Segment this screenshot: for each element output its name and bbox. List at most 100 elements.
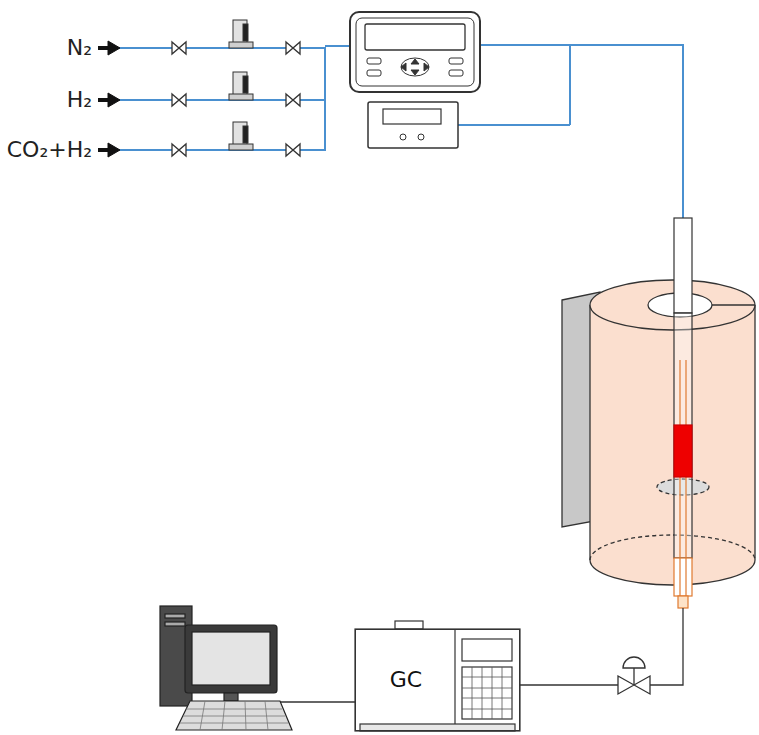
readout-unit-part (383, 109, 441, 124)
gas-inlet-label: N₂ (67, 35, 92, 61)
flow-controller-unit-part (411, 70, 419, 75)
valve-symbol-part (172, 94, 186, 106)
mass-flow-controller (229, 20, 253, 150)
computer-part-part (183, 716, 285, 717)
reactor-tube-part (679, 360, 680, 596)
furnace-part (589, 305, 590, 560)
outlet-line-part (277, 701, 355, 702)
readout-unit-part (400, 134, 406, 140)
furnace-part (590, 305, 755, 560)
mass-flow-controller-part (229, 94, 253, 100)
gc-instrument-part-part (502, 667, 503, 719)
gc-instrument-part (462, 667, 512, 719)
computer-part (224, 693, 238, 701)
flow-controller-unit-part (401, 58, 429, 76)
valve-symbol-part (172, 144, 186, 156)
inlet-arrow-part (108, 143, 120, 157)
flow-controller-unit-part (367, 58, 381, 64)
computer-part (185, 625, 277, 693)
computer-part-part (265, 701, 268, 730)
gc-instrument-part-part (482, 667, 483, 719)
furnace-part (754, 305, 755, 560)
gas-lines-part (324, 48, 326, 150)
readout-unit-part (368, 102, 458, 148)
outlet-line-part (520, 684, 618, 685)
gas-inlet-label: CO₂+H₂ (7, 137, 92, 163)
mass-flow-controller-part (229, 42, 253, 48)
gc-instrument-part-part (492, 667, 493, 719)
computer-part-part (245, 701, 246, 730)
valve-symbol-part (286, 94, 300, 106)
flow-controller-unit-part (449, 58, 463, 64)
mass-flow-controller-part (233, 72, 247, 96)
reactor-tube-part (674, 425, 692, 477)
back-pressure-regulator-part (623, 657, 645, 668)
gc-instrument (355, 621, 520, 731)
flow-controller-unit-part (356, 18, 474, 86)
gc-instrument-part-part (462, 698, 512, 699)
reactor-tube-part (685, 360, 686, 596)
gas-lines-part (458, 124, 570, 126)
reactor-tube-part (674, 313, 692, 558)
flow-controller-unit-part (449, 70, 463, 76)
furnace-part (712, 304, 755, 305)
gc-instrument-part (395, 621, 423, 629)
gas-lines-part (569, 45, 571, 125)
gc-instrument-part-part (462, 688, 512, 689)
readout-unit-part (418, 134, 424, 140)
reactor-tube-part (674, 218, 692, 313)
gas-lines-part (480, 44, 683, 46)
valve-symbol-part (286, 42, 300, 54)
computer-part-part (186, 709, 282, 710)
flow-controller-unit-part (367, 70, 381, 76)
mass-flow-controller-part (229, 144, 253, 150)
reactor-tube-part (678, 596, 688, 608)
flow-controller-unit-part (401, 63, 406, 71)
furnace-part (590, 560, 755, 585)
inlet-arrow (98, 41, 120, 157)
computer-part (165, 622, 185, 626)
mass-flow-controller-part (243, 76, 248, 93)
computer-part (192, 632, 270, 685)
gc-instrument-part (462, 667, 512, 719)
computer-part (165, 614, 185, 618)
reactor-tube-part (674, 558, 692, 596)
gas-lines-part (325, 45, 350, 47)
inlet-arrow-part (108, 41, 120, 55)
reactor-tube (674, 218, 692, 608)
computer (160, 606, 292, 730)
valve-symbol-part (172, 42, 186, 54)
mass-flow-controller-part (233, 20, 247, 44)
gc-instrument-part (454, 629, 455, 724)
gc-instrument-part (462, 639, 512, 661)
flow-controller-unit-part (411, 59, 419, 64)
furnace-part (590, 535, 755, 560)
mass-flow-controller-part (233, 122, 247, 146)
computer-part (176, 701, 292, 730)
mass-flow-controller-part (243, 126, 248, 143)
gc-instrument-part-part (462, 677, 512, 678)
back-pressure-regulator-part (633, 668, 634, 685)
instrument-label: GC (390, 667, 422, 692)
back-pressure-regulator (618, 657, 650, 694)
flow-controller-unit-part (424, 63, 429, 71)
flow-controller-unit (350, 12, 480, 92)
outlet-line (277, 608, 683, 702)
gc-instrument-part-part (462, 709, 512, 710)
computer-part-part (222, 701, 225, 730)
gas-inlet-label: H₂ (67, 87, 92, 113)
valve-symbol (172, 42, 300, 156)
flow-controller-unit-part (365, 24, 465, 50)
furnace-part (590, 280, 755, 330)
flow-controller-unit-part (350, 12, 480, 92)
gas-lines-part (682, 44, 684, 218)
computer-part-part (200, 701, 205, 730)
outlet-line-part (650, 608, 683, 685)
gc-instrument-part (360, 724, 515, 731)
mass-flow-controller-part (243, 24, 248, 41)
instrument-box: GC (355, 629, 520, 731)
computer-part (180, 701, 288, 730)
furnace (562, 280, 755, 585)
